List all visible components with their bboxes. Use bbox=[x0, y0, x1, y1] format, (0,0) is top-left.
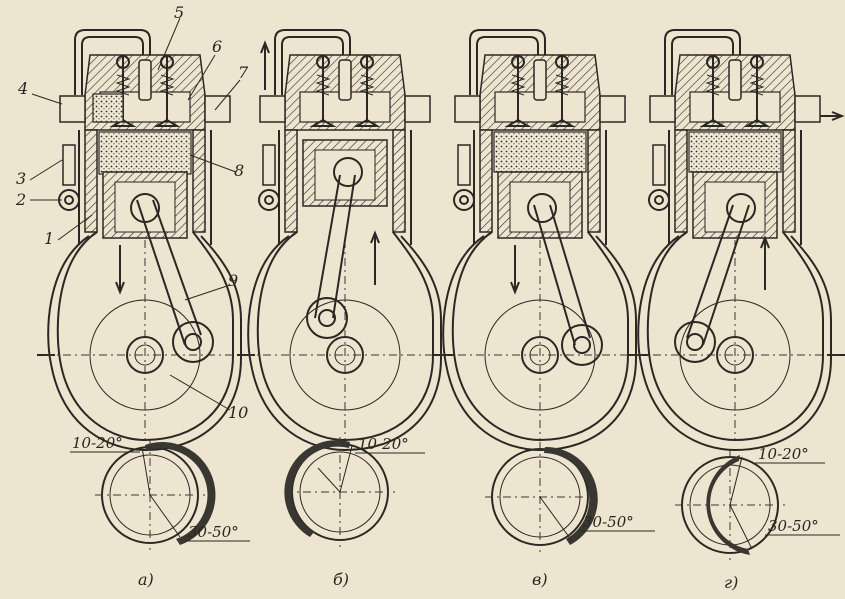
angle-labels: 10-20° 30-50° 10-20° 30-50° 10-20° 30-50… bbox=[72, 434, 819, 541]
angle-leaders bbox=[70, 451, 840, 542]
engine-v bbox=[431, 29, 651, 451]
callout-10: 10 bbox=[228, 403, 248, 422]
callout-2: 2 bbox=[15, 190, 26, 209]
angle-g-bottom: 30-50° bbox=[768, 517, 819, 535]
callout-9: 9 bbox=[228, 271, 238, 290]
caption-a: а) bbox=[138, 570, 154, 589]
angle-v-bottom: 30-50° bbox=[583, 513, 634, 531]
connecting-rod-g bbox=[686, 204, 750, 346]
caption-b: б) bbox=[333, 570, 349, 589]
callout-numbers: 5 6 7 8 9 10 4 3 2 1 bbox=[15, 3, 249, 422]
stroke-captions: а) б) в) г) bbox=[138, 570, 738, 592]
angle-b-top: 10-20° bbox=[358, 435, 409, 453]
engine-g bbox=[626, 29, 845, 451]
callout-4: 4 bbox=[17, 79, 28, 98]
caption-v: в) bbox=[532, 570, 548, 589]
timing-wheel-b bbox=[284, 436, 396, 548]
engine-b bbox=[236, 29, 456, 451]
callout-8: 8 bbox=[234, 161, 244, 180]
caption-g: г) bbox=[724, 573, 738, 592]
callout-3: 3 bbox=[16, 169, 26, 188]
connecting-rod-a bbox=[136, 199, 202, 346]
engine-a bbox=[36, 29, 256, 451]
cylinder-charge-a bbox=[98, 131, 192, 175]
callout-5: 5 bbox=[174, 3, 184, 22]
callout-7: 7 bbox=[238, 63, 249, 82]
angle-g-top: 10-20° bbox=[758, 445, 809, 463]
cylinder-charge-v bbox=[493, 131, 587, 173]
callout-leaders bbox=[29, 17, 241, 411]
callout-6: 6 bbox=[212, 37, 222, 56]
timing-wheel-v bbox=[484, 441, 598, 553]
callout-1: 1 bbox=[44, 229, 54, 248]
cylinder-charge-g bbox=[688, 131, 782, 173]
connecting-rod-b bbox=[314, 174, 356, 319]
angle-a-top: 10-20° bbox=[72, 434, 123, 452]
timing-wheel-a bbox=[94, 439, 216, 551]
connecting-rod-v bbox=[533, 204, 591, 346]
angle-a-bottom: 30-50° bbox=[188, 523, 239, 541]
timing-wheel-g bbox=[674, 449, 786, 561]
